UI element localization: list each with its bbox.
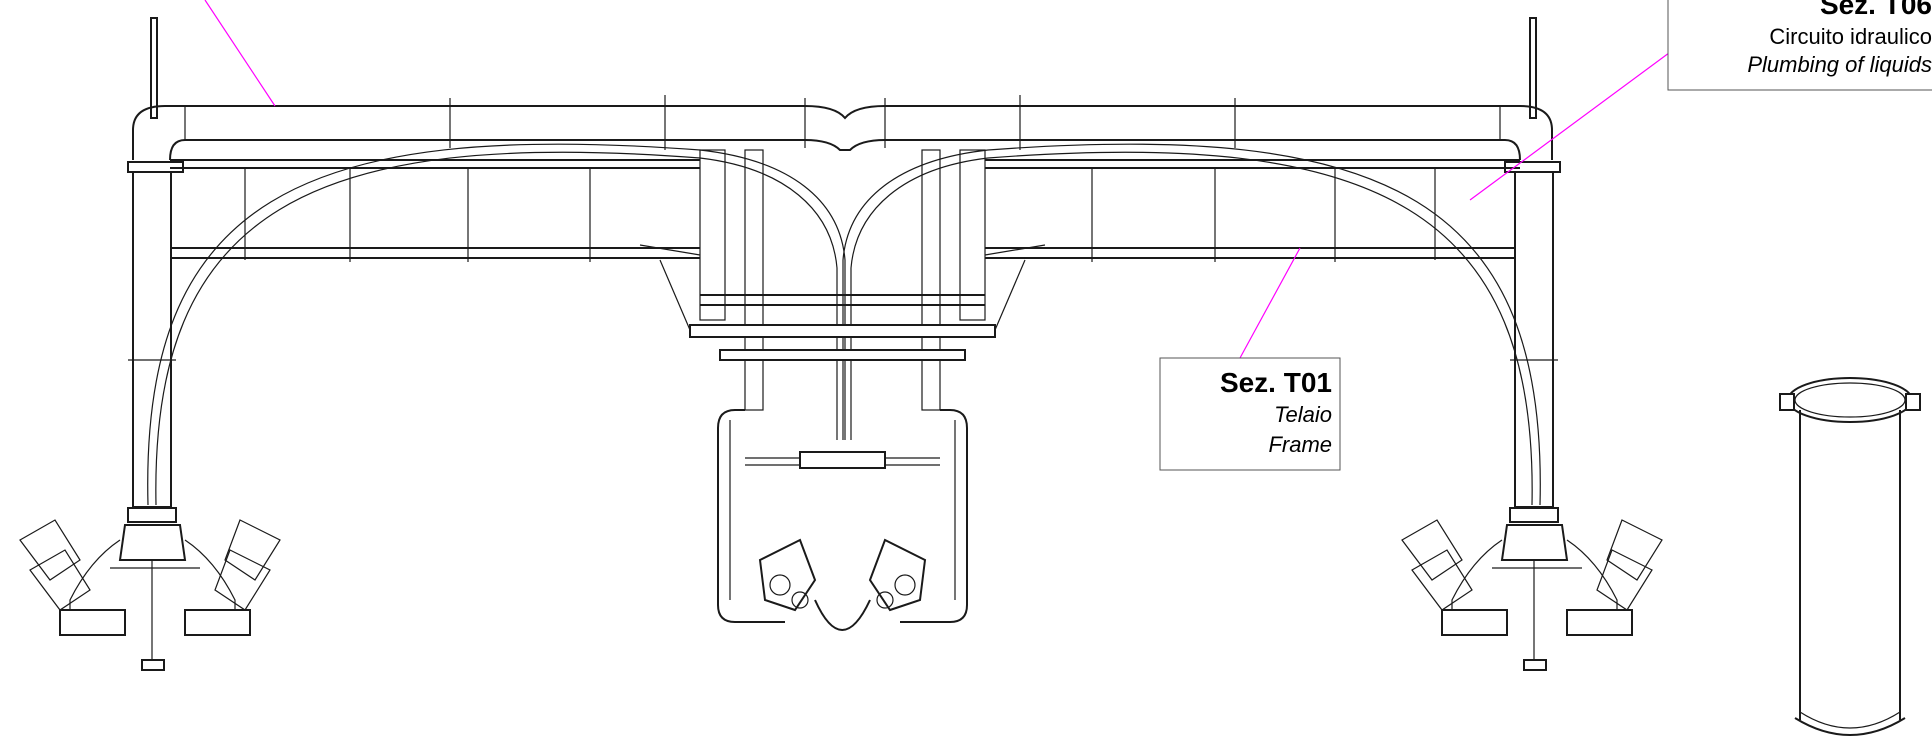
leader-line-topleft	[204, 0, 276, 107]
right-nozzle-cluster	[1401, 507, 1663, 636]
central-tower	[639, 149, 1046, 623]
callout-t06: Sez. T06 Circuito idraulico Plumbing of …	[1667, 0, 1932, 91]
callout-t01: Sez. T01 Telaio Frame	[1159, 357, 1341, 471]
hoses	[147, 143, 1541, 506]
callout-t01-code: Sez. T01	[1220, 367, 1332, 398]
left-column	[128, 171, 176, 671]
callout-t06-line2: Plumbing of liquids	[1747, 52, 1932, 77]
right-column	[1510, 171, 1558, 671]
left-mast	[150, 17, 158, 119]
leader-line-t06	[1469, 29, 1701, 201]
central-nozzle-left	[758, 538, 817, 612]
left-nozzle-cluster	[19, 507, 281, 636]
leader-line-t01	[1239, 247, 1301, 359]
callout-t01-line1: Telaio	[1274, 402, 1332, 427]
central-nozzle-right	[868, 538, 927, 612]
callout-t06-line1: Circuito idraulico	[1769, 24, 1932, 49]
right-mast	[1529, 17, 1537, 119]
callout-t01-line2: Frame	[1268, 432, 1332, 457]
top-pipe	[132, 95, 1553, 161]
frame-beams	[127, 159, 1561, 262]
callout-t06-code: Sez. T06	[1820, 0, 1932, 20]
pipe-detail-view	[1779, 377, 1921, 736]
central-deflector	[814, 599, 871, 631]
